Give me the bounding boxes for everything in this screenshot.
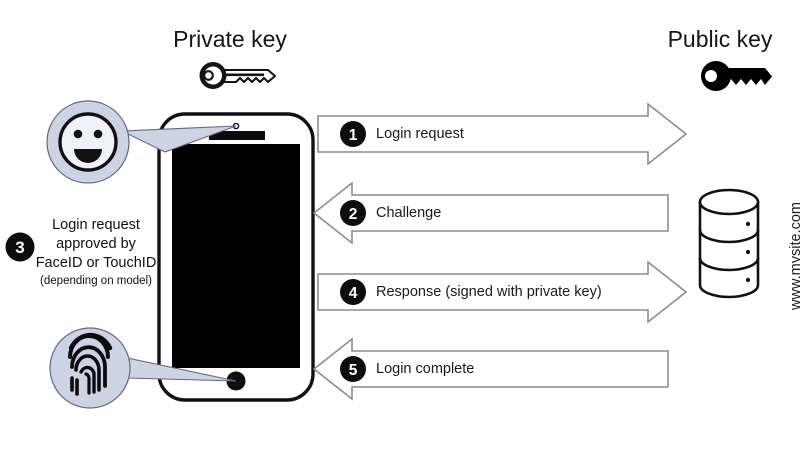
site-url-vertical-label: www.mysite.com bbox=[772, 160, 800, 310]
face-callout-tail bbox=[121, 125, 237, 153]
fingerprint-callout bbox=[49, 327, 237, 409]
arrow-step-5: 5 bbox=[312, 337, 669, 401]
arrow-step-4: 4 bbox=[317, 260, 688, 324]
face-callout bbox=[46, 100, 237, 184]
smiley-face-icon bbox=[58, 112, 118, 172]
approval-note: Login request approved by FaceID or Touc… bbox=[30, 216, 162, 290]
approval-note-line-4: (depending on model) bbox=[40, 275, 152, 287]
step-5-number: 5 bbox=[349, 362, 358, 379]
page-title-private-key: Private key bbox=[173, 26, 287, 52]
approval-note-line-1: Login request bbox=[52, 217, 140, 233]
key-solid-icon bbox=[701, 61, 772, 91]
page-title-public-key: Public key bbox=[667, 26, 773, 52]
arrow-label-challenge: Challenge bbox=[376, 205, 442, 221]
smartphone-icon bbox=[157, 112, 315, 402]
step-1-number: 1 bbox=[349, 127, 358, 144]
phone-speaker bbox=[209, 131, 265, 140]
step-2-number: 2 bbox=[349, 206, 358, 223]
arrow-label-response: Response (signed with private key) bbox=[376, 284, 602, 300]
key-outline-icon bbox=[199, 62, 277, 89]
step-3-badge: 3 bbox=[5, 232, 35, 262]
database-cylinder-icon bbox=[698, 188, 760, 299]
phone-screen bbox=[172, 144, 300, 368]
fingerprint-icon bbox=[68, 332, 113, 396]
approval-note-line-3: FaceID or TouchID bbox=[35, 255, 157, 271]
approval-note-line-2: approved by bbox=[56, 236, 136, 252]
arrow-label-login-request: Login request bbox=[376, 126, 464, 142]
step-4-number: 4 bbox=[349, 285, 358, 302]
arrow-step-1: 1 bbox=[317, 102, 688, 166]
arrow-label-login-complete: Login complete bbox=[376, 361, 475, 377]
step-3-number: 3 bbox=[15, 238, 24, 257]
arrow-step-2: 2 bbox=[312, 181, 669, 245]
site-url-text: www.mysite.com bbox=[788, 202, 800, 310]
